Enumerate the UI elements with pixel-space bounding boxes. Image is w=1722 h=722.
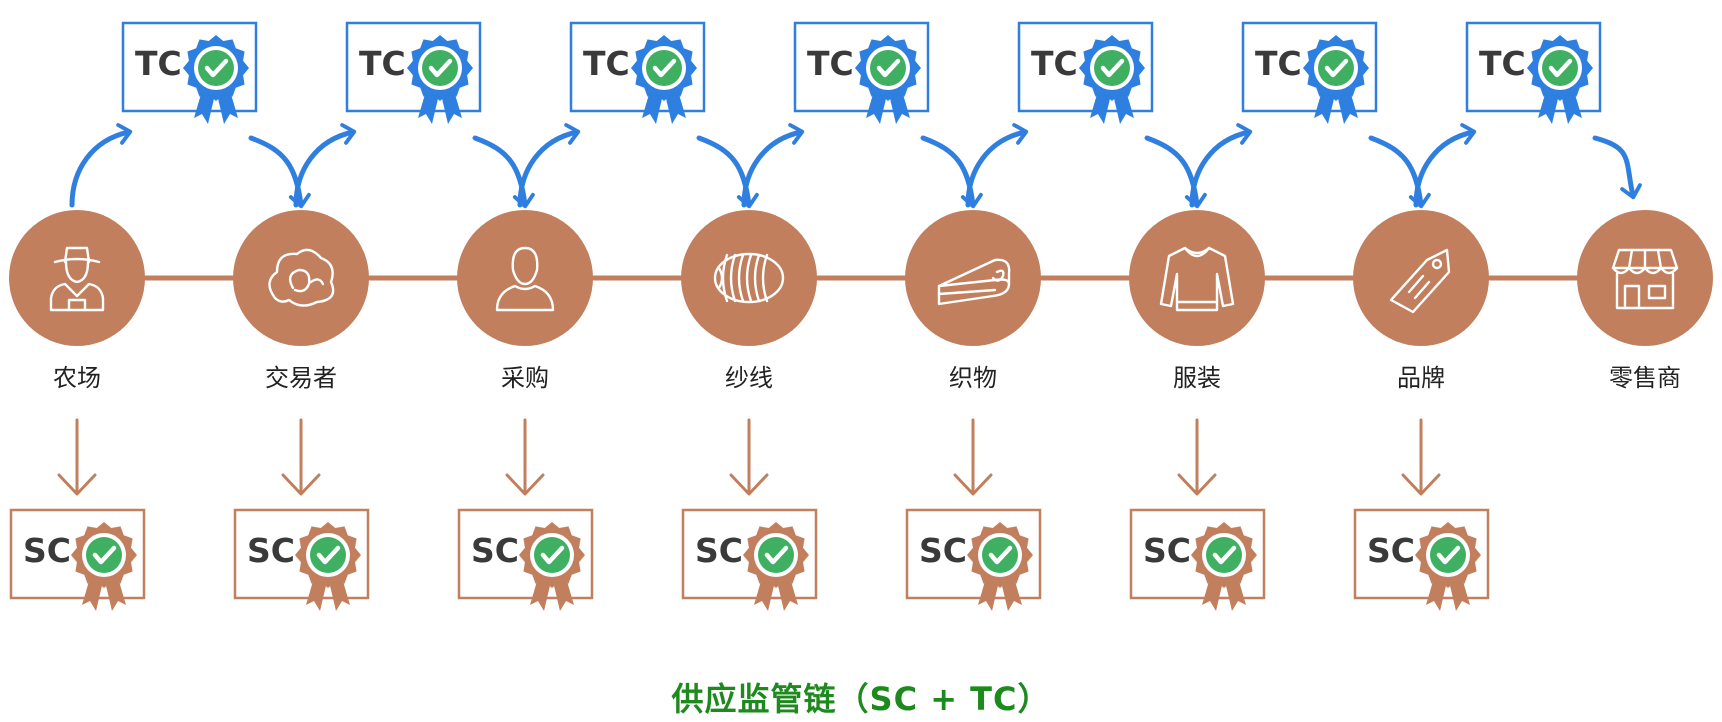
tc-arrow	[1189, 123, 1253, 208]
tc-certificate: TC	[345, 21, 482, 124]
certificate-text: TC	[135, 44, 182, 83]
diagram-caption: 供应监管链（SC + TC）	[671, 680, 1051, 718]
certificate-text: TC	[1479, 44, 1526, 83]
tc-arrow	[965, 123, 1029, 208]
tc-arrow	[1592, 135, 1642, 200]
stage-node	[9, 210, 145, 346]
tc-arrow	[741, 123, 805, 208]
certificate-text: SC	[23, 531, 71, 570]
ribbon-seal-icon	[631, 35, 697, 124]
sc-certificate: SC	[905, 508, 1042, 611]
certificate-text: SC	[247, 531, 295, 570]
ribbon-seal-icon	[519, 522, 585, 611]
ribbon-seal-icon	[1527, 35, 1593, 124]
sc-certificate: SC	[1129, 508, 1266, 611]
sc-certificate: SC	[681, 508, 818, 611]
ribbon-seal-icon	[71, 522, 137, 611]
stage-node	[1353, 210, 1489, 346]
certificate-text: SC	[471, 531, 519, 570]
certificate-text: TC	[807, 44, 854, 83]
stage-label: 采购	[501, 364, 549, 392]
certificate-text: SC	[695, 531, 743, 570]
tc-certificate: TC	[1465, 21, 1602, 124]
tc-arrow	[69, 123, 133, 208]
stage-label: 交易者	[265, 364, 337, 392]
certificate-text: SC	[1143, 531, 1191, 570]
sc-certificate: SC	[457, 508, 594, 611]
tc-arrow	[1413, 123, 1477, 208]
tc-arrow	[1144, 135, 1207, 209]
store-icon	[1611, 248, 1679, 310]
sc-certificate: SC	[9, 508, 146, 611]
ribbon-seal-icon	[967, 522, 1033, 611]
stage-node	[457, 210, 593, 346]
ribbon-seal-icon	[743, 522, 809, 611]
sc-arrow	[281, 418, 321, 496]
ribbon-seal-icon	[295, 522, 361, 611]
tc-arrow	[1368, 135, 1431, 209]
stage-node	[1577, 210, 1713, 346]
stage-label: 品牌	[1397, 364, 1445, 392]
ribbon-seal-icon	[1415, 522, 1481, 611]
tc-arrow	[293, 123, 357, 208]
stage-label: 纱线	[725, 364, 773, 392]
stage-label: 织物	[949, 364, 997, 392]
tc-arrow	[248, 135, 311, 209]
ribbon-seal-icon	[1303, 35, 1369, 124]
sc-arrow	[729, 418, 769, 496]
yarn-ball-icon	[713, 252, 785, 304]
tc-certificate: TC	[1017, 21, 1154, 124]
price-tag-icon	[1389, 248, 1451, 314]
stage-node	[233, 210, 369, 346]
tc-certificate: TC	[1241, 21, 1378, 124]
sc-certificate: SC	[233, 508, 370, 611]
sc-arrow	[505, 418, 545, 496]
sc-arrow	[1401, 418, 1441, 496]
tc-certificate: TC	[121, 21, 258, 124]
certificate-text: TC	[1255, 44, 1302, 83]
ribbon-seal-icon	[183, 35, 249, 124]
stage-node	[1129, 210, 1265, 346]
fabric-roll-icon	[937, 258, 1011, 306]
certificate-text: TC	[1031, 44, 1078, 83]
cotton-icon	[268, 248, 335, 307]
stage-node	[681, 210, 817, 346]
sc-arrow	[57, 418, 97, 496]
certificate-text: TC	[583, 44, 630, 83]
sc-certificate: SC	[1353, 508, 1490, 611]
tc-certificate: TC	[793, 21, 930, 124]
ribbon-seal-icon	[407, 35, 473, 124]
tc-arrow	[517, 123, 581, 208]
stage-label: 零售商	[1609, 364, 1681, 392]
certificate-text: SC	[1367, 531, 1415, 570]
ribbon-seal-icon	[1079, 35, 1145, 124]
certificate-text: SC	[919, 531, 967, 570]
sc-arrow	[1177, 418, 1217, 496]
stage-label: 服装	[1173, 364, 1221, 392]
sweater-icon	[1159, 246, 1235, 312]
farmer-icon	[49, 246, 105, 312]
tc-certificate: TC	[569, 21, 706, 124]
tc-arrow	[472, 135, 535, 209]
person-icon	[495, 246, 555, 312]
stage-label: 农场	[53, 364, 101, 392]
certificate-text: TC	[359, 44, 406, 83]
tc-arrow	[920, 135, 983, 209]
tc-arrow	[696, 135, 759, 209]
sc-arrow	[953, 418, 993, 496]
ribbon-seal-icon	[855, 35, 921, 124]
ribbon-seal-icon	[1191, 522, 1257, 611]
stage-node	[905, 210, 1041, 346]
